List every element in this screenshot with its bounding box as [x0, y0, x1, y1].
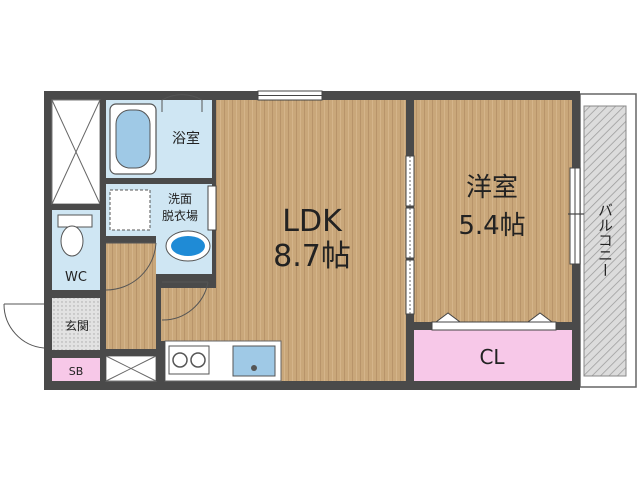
toilet-tank: [57, 214, 93, 228]
entrance-label: 玄関: [65, 318, 89, 333]
balcony-floor: [583, 105, 627, 377]
wall-hall-storage: [106, 349, 156, 356]
western-floor: [414, 100, 572, 322]
washing-machine-space: [109, 189, 151, 231]
wall-bath-wash: [106, 178, 212, 184]
storage-cross-b: [51, 99, 101, 205]
western-name-label: 洋室: [466, 173, 518, 203]
wall-toilet-entrance: [52, 290, 100, 298]
wall-left-column: [100, 100, 106, 381]
balcony-label: バルコニー: [596, 203, 614, 278]
bathtub-inner: [115, 109, 151, 169]
burner-left: [172, 352, 188, 368]
toilet-label: WC: [65, 270, 87, 285]
storage-bottom-cross-b: [105, 355, 157, 382]
hall-door-swing-a: [105, 242, 157, 291]
ldk-floor: [216, 100, 406, 381]
sink-drain: [251, 365, 257, 371]
closet-label: CL: [479, 345, 505, 369]
wash-basin-bowl: [171, 236, 205, 256]
closet-door[interactable]: [431, 321, 557, 331]
closet-door-marker-a: [434, 312, 462, 323]
wall-toilet-top: [52, 204, 100, 210]
wall-entrance-sb: [52, 350, 100, 358]
western-size-label: 5.4帖: [458, 211, 525, 241]
washroom-door[interactable]: [207, 185, 217, 231]
ldk-door-swing: [161, 281, 209, 321]
wall-kitchen-left: [156, 341, 165, 381]
bath-label: 浴室: [172, 130, 200, 147]
washroom-label-line2: 脱衣場: [162, 208, 198, 223]
entrance-floor: [52, 298, 102, 350]
ldk-name-label: LDK: [282, 204, 343, 239]
kitchen-sink: [232, 345, 276, 377]
closet-door-marker-b: [526, 312, 554, 323]
washroom-label-line1: 洗面: [168, 192, 192, 206]
shoe-box-label: SB: [69, 365, 84, 378]
entrance-door-swing: [3, 303, 45, 349]
shoe-box: [52, 358, 102, 381]
hallway-lower-floor: [156, 288, 216, 341]
hallway-floor: [106, 243, 156, 349]
ldk-size-label: 8.7帖: [273, 239, 351, 274]
wall-wash-hall: [106, 236, 156, 243]
toilet-bowl: [60, 225, 84, 257]
closet-floor: [414, 330, 572, 381]
burner-right: [190, 352, 206, 368]
bath-door-swing: [161, 94, 203, 101]
wall-hall-divider: [156, 274, 161, 341]
